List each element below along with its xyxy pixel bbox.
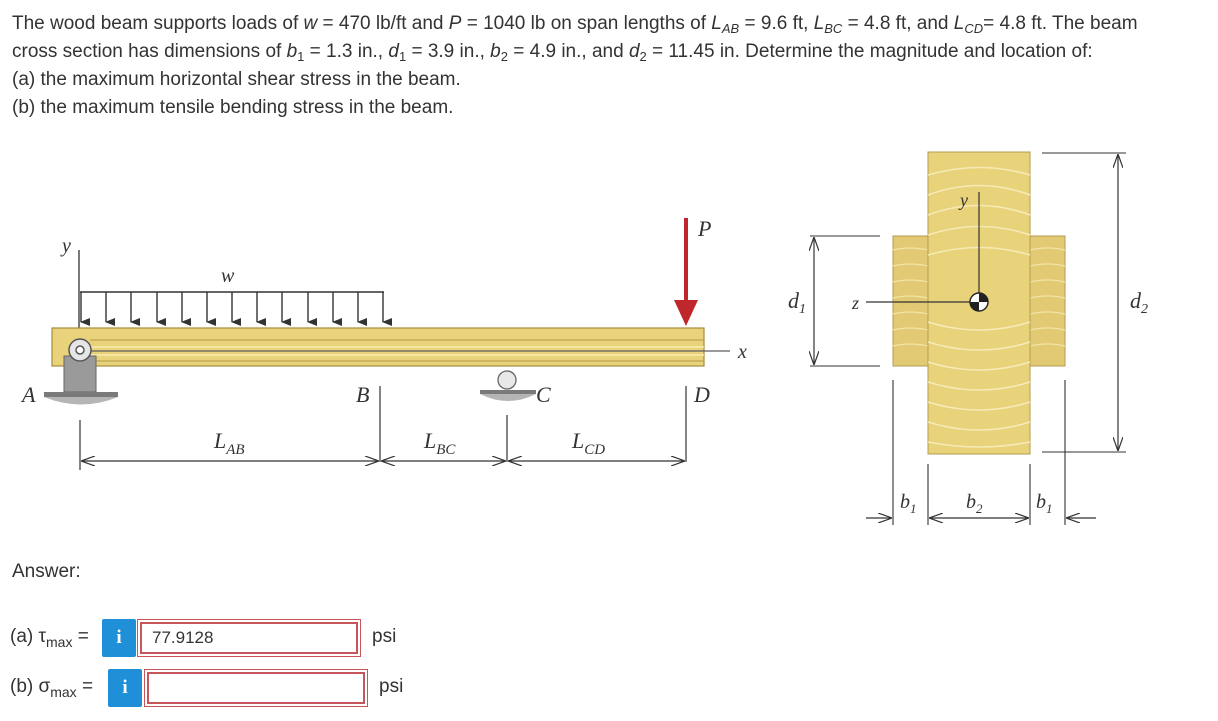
label-P: P bbox=[697, 216, 711, 241]
info-button-b[interactable]: i bbox=[108, 669, 142, 707]
text: = 4.8 ft. The beam bbox=[983, 13, 1138, 34]
text: = 4.8 ft, and bbox=[842, 13, 954, 34]
sub: BC bbox=[824, 21, 843, 36]
text: = 470 lb/ft and bbox=[317, 13, 449, 34]
symbol-d2: d bbox=[628, 41, 640, 62]
label-y: y bbox=[60, 235, 71, 257]
sub: CD bbox=[964, 21, 984, 36]
answer-row-b: (b) σmax = bbox=[10, 667, 93, 707]
problem-statement: The wood beam supports loads of w = 470 … bbox=[12, 10, 1212, 122]
tau-max-label: (a) τmax = bbox=[10, 626, 89, 650]
sub: 1 bbox=[398, 49, 407, 64]
text: = 11.45 in. Determine the magnitude and … bbox=[646, 41, 1093, 62]
text: = 1040 lb on span lengths of bbox=[461, 13, 712, 34]
problem-line-2: cross section has dimensions of b1 = 1.3… bbox=[12, 38, 1212, 66]
label-LCD: LCD bbox=[571, 428, 605, 458]
text: = 1.3 in., bbox=[304, 41, 389, 62]
label-z: z bbox=[851, 293, 859, 313]
sigma-max-label: (b) σmax = bbox=[10, 676, 94, 700]
label-y-section: y bbox=[958, 190, 968, 210]
label-A: A bbox=[20, 382, 36, 407]
symbol-p: P bbox=[448, 13, 462, 34]
label-x: x bbox=[737, 341, 747, 363]
distributed-load-arrows bbox=[80, 292, 392, 326]
symbol-b1: b bbox=[286, 41, 298, 62]
cross-section bbox=[866, 151, 1066, 455]
symbol-w: w bbox=[303, 13, 318, 34]
roller-support-C bbox=[480, 370, 536, 401]
label-LAB: LAB bbox=[213, 428, 245, 458]
problem-part-b: (b) the maximum tensile bending stress i… bbox=[12, 97, 454, 118]
symbol-d1: d bbox=[388, 41, 399, 62]
symbol-lbc: L bbox=[813, 13, 825, 34]
tau-max-input[interactable] bbox=[137, 619, 361, 657]
label-d1: d1 bbox=[788, 288, 806, 317]
sigma-max-input[interactable] bbox=[144, 669, 368, 707]
label-w: w bbox=[221, 265, 235, 287]
text: = 9.6 ft, bbox=[739, 13, 814, 34]
answer-label: Answer: bbox=[12, 561, 81, 582]
sub: AB bbox=[721, 21, 740, 36]
pin-support-A bbox=[44, 338, 118, 405]
label-D: D bbox=[693, 382, 710, 407]
sub: 2 bbox=[500, 49, 508, 64]
problem-part-a: (a) the maximum horizontal shear stress … bbox=[12, 69, 461, 90]
text: = 3.9 in., bbox=[406, 41, 491, 62]
sub: 2 bbox=[639, 49, 647, 64]
label-C: C bbox=[536, 382, 551, 407]
problem-line-1: The wood beam supports loads of w = 470 … bbox=[12, 10, 1212, 38]
text: = 4.9 in., and bbox=[507, 41, 629, 62]
point-load-arrowhead bbox=[674, 300, 698, 326]
text: The wood beam supports loads of bbox=[12, 13, 304, 34]
answer-row-a: (a) τmax = bbox=[10, 617, 89, 657]
label-b2: b2 bbox=[966, 491, 983, 516]
symbol-lab: L bbox=[711, 13, 722, 34]
sub: 1 bbox=[297, 49, 305, 64]
text: cross section has dimensions of bbox=[12, 41, 287, 62]
label-b1-right: b1 bbox=[1036, 491, 1053, 516]
tau-max-unit: psi bbox=[372, 626, 397, 647]
label-LBC: LBC bbox=[423, 428, 456, 458]
beam-figure: y w P x A B bbox=[20, 151, 1148, 525]
label-B: B bbox=[356, 382, 369, 407]
info-button-a[interactable]: i bbox=[102, 619, 136, 657]
label-b1-left: b1 bbox=[900, 491, 917, 516]
label-d2: d2 bbox=[1130, 288, 1148, 317]
symbol-lcd: L bbox=[953, 13, 965, 34]
sigma-max-unit: psi bbox=[379, 676, 404, 697]
symbol-b2: b bbox=[490, 41, 501, 62]
